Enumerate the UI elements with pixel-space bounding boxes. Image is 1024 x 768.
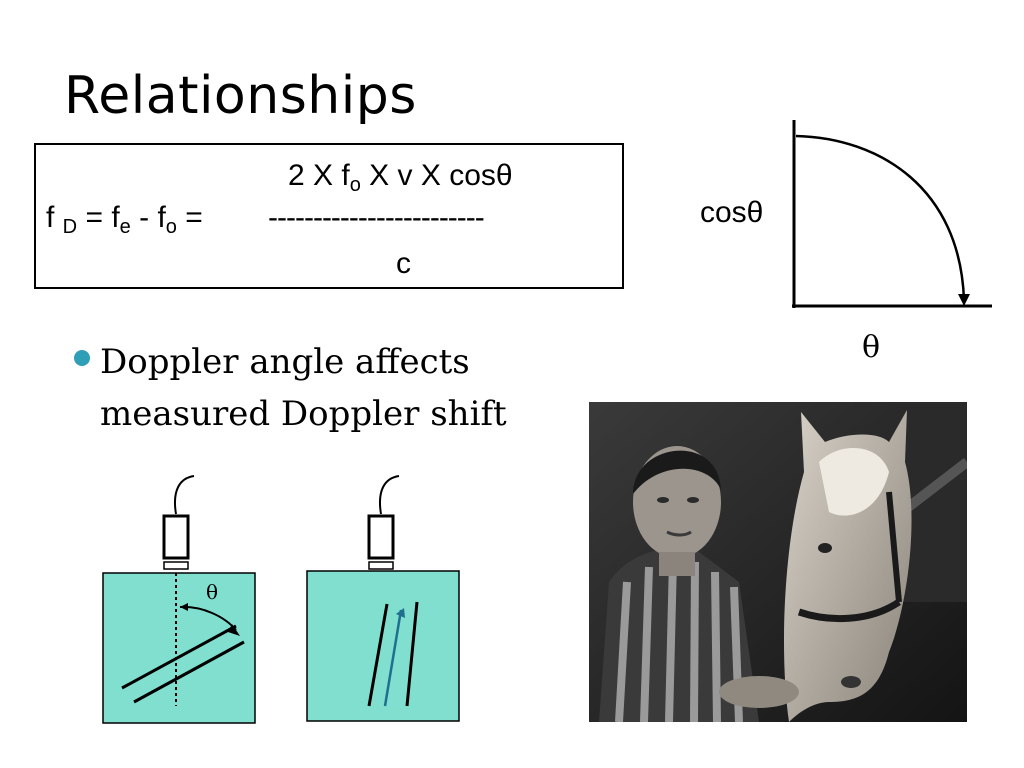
tissue-box <box>306 570 460 722</box>
bullet-text: Doppler angle affects measured Doppler s… <box>100 342 507 434</box>
angled-vessel-diagram <box>102 475 256 724</box>
formula-numerator: 2 X fo X v X cosθ <box>288 159 513 196</box>
tissue-box <box>102 572 256 724</box>
photo-illustration <box>589 402 967 722</box>
probe-face <box>368 561 394 570</box>
parallel-vessel-diagram <box>306 475 460 722</box>
flow-direction-arrow <box>383 609 403 707</box>
transducer-probe <box>367 514 395 560</box>
angle-arc-start-arrowhead <box>180 603 188 611</box>
vessel-wall-upper <box>121 624 237 690</box>
probe-cable <box>379 475 400 515</box>
graph-y-label: cosθ <box>700 196 764 229</box>
bullet-dot-icon <box>74 350 90 366</box>
flow-arrowhead-icon <box>396 608 405 618</box>
vessel-wall-lower <box>133 640 245 704</box>
angle-theta-label: θ <box>206 580 219 604</box>
graph-x-label: θ <box>862 330 881 365</box>
horse-and-man-photo <box>589 402 967 722</box>
slide-title: Relationships <box>64 66 417 126</box>
cosine-curve <box>795 134 966 301</box>
formula-lhs: f D = fe - fo = <box>46 201 203 238</box>
cosine-curve-graph <box>792 120 992 308</box>
doppler-formula-box: 2 X fo X v X cosθ f D = fe - fo = ------… <box>34 143 624 289</box>
transducer-probe <box>162 514 190 560</box>
probe-face <box>163 561 189 570</box>
vessel-wall-right <box>405 601 419 707</box>
angle-arc-arrowhead <box>228 624 240 636</box>
curve-arrowhead <box>958 294 970 306</box>
formula-denominator: c <box>396 247 411 280</box>
formula-fraction-bar: ------------------------ <box>268 201 485 234</box>
probe-cable <box>174 475 195 515</box>
vessel-wall-left <box>367 603 389 707</box>
